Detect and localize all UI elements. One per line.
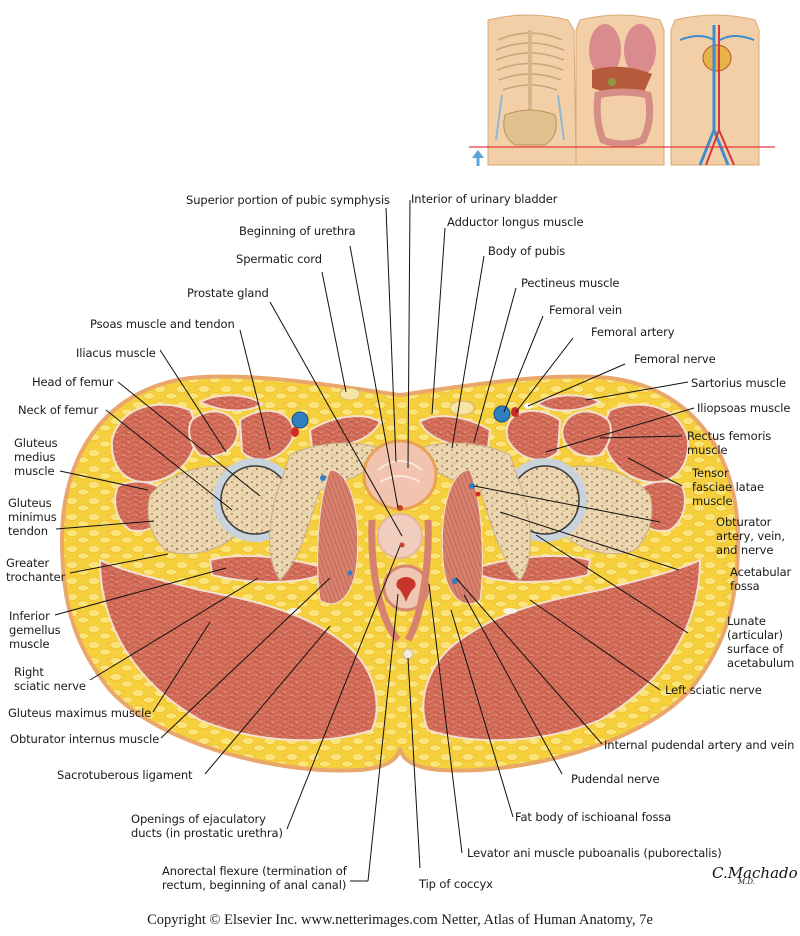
label-ejaculatory-ducts: Openings of ejaculatory ducts (in prosta… bbox=[131, 812, 283, 840]
vessels bbox=[287, 387, 532, 614]
view-direction-arrow-icon bbox=[472, 150, 484, 166]
right-sartorius-shape bbox=[197, 394, 264, 412]
label-gluteus-maximus: Gluteus maximus muscle bbox=[8, 706, 152, 720]
left-rectus-femoris-shape bbox=[560, 410, 612, 458]
left-obturator-internus-shape bbox=[441, 469, 483, 605]
organs-torso-thumbnail bbox=[575, 14, 665, 166]
right-pudendal-vessel bbox=[347, 570, 353, 576]
label-iliopsoas: Iliopsoas muscle bbox=[697, 401, 791, 415]
skeleton-torso-thumbnail bbox=[487, 14, 577, 166]
artist-signature: C.Machado M.D. bbox=[712, 864, 798, 886]
right-spermatic-cord bbox=[339, 387, 361, 401]
signature-suffix: M.D. bbox=[738, 878, 755, 886]
left-femoral-artery bbox=[511, 407, 519, 417]
label-fat-body-ischioanal: Fat body of ischioanal fossa bbox=[515, 810, 672, 824]
left-femoral-vein bbox=[493, 405, 511, 423]
label-inferior-gemellus: Inferior gemellus muscle bbox=[9, 609, 61, 651]
left-obturator-vessels bbox=[469, 483, 475, 489]
label-psoas: Psoas muscle and tendon bbox=[90, 317, 235, 331]
signature-name: C.Machado bbox=[712, 864, 798, 882]
label-acetabular-fossa: Acetabular fossa bbox=[730, 565, 792, 593]
right-gluteus-maximus-shape bbox=[98, 558, 378, 742]
label-body-of-pubis: Body of pubis bbox=[488, 244, 566, 258]
label-tip-of-coccyx: Tip of coccyx bbox=[419, 877, 493, 891]
label-iliacus: Iliacus muscle bbox=[76, 346, 156, 360]
left-gluteus-medius-shape bbox=[603, 403, 690, 484]
vessels-torso-thumbnail bbox=[670, 14, 760, 166]
label-pudendal-nerve: Pudendal nerve bbox=[571, 772, 660, 786]
label-greater-trochanter: Greater trochanter bbox=[6, 556, 66, 584]
right-gluteus-medius-shape bbox=[110, 403, 197, 484]
right-obturator-vessels bbox=[320, 475, 326, 481]
beginning-of-urethra bbox=[397, 505, 403, 511]
label-interior-urinary-bladder: Interior of urinary bladder bbox=[411, 192, 558, 206]
label-neck-of-femur: Neck of femur bbox=[18, 403, 99, 417]
left-spermatic-cord bbox=[449, 400, 475, 416]
label-gluteus-medius: Gluteus medius muscle bbox=[14, 436, 58, 478]
label-prostate-gland: Prostate gland bbox=[187, 286, 269, 300]
left-pubis-ischium bbox=[414, 442, 531, 581]
leader-lines bbox=[54, 199, 695, 882]
label-obturator-artery-vein-nerve: Obturator artery, vein, and nerve bbox=[716, 515, 785, 557]
label-left-sciatic-nerve: Left sciatic nerve bbox=[665, 683, 762, 697]
label-adductor-longus: Adductor longus muscle bbox=[447, 215, 584, 229]
label-levator-ani: Levator ani muscle puboanalis (puborecta… bbox=[467, 846, 722, 860]
label-superior-pubic-symphysis: Superior portion of pubic symphysis bbox=[186, 193, 390, 207]
label-anorectal-flexure: Anorectal flexure (termination of rectum… bbox=[162, 864, 347, 892]
label-beginning-of-urethra: Beginning of urethra bbox=[239, 224, 356, 238]
right-femoral-vein bbox=[291, 411, 309, 429]
orientation-inset bbox=[469, 14, 775, 166]
right-obturator-internus-shape bbox=[317, 469, 359, 605]
right-sciatic-nerve bbox=[287, 608, 301, 614]
label-femoral-vein: Femoral vein bbox=[549, 303, 623, 317]
label-femoral-nerve: Femoral nerve bbox=[634, 352, 716, 366]
cross-section bbox=[59, 374, 741, 773]
copyright-notice: Copyright © Elsevier Inc. www.netterimag… bbox=[147, 912, 653, 928]
left-gluteus-maximus-shape bbox=[422, 558, 702, 742]
label-internal-pudendal: Internal pudendal artery and vein bbox=[604, 738, 795, 752]
label-femoral-artery: Femoral artery bbox=[591, 325, 675, 339]
label-lunate-surface: Lunate (articular) surface of acetabulum bbox=[727, 614, 795, 670]
label-head-of-femur: Head of femur bbox=[32, 375, 114, 389]
label-sacrotuberous-ligament: Sacrotuberous ligament bbox=[57, 768, 193, 782]
label-pectineus: Pectineus muscle bbox=[521, 276, 620, 290]
left-internal-pudendal bbox=[452, 578, 458, 584]
prostate-gland bbox=[377, 513, 423, 559]
label-obturator-internus: Obturator internus muscle bbox=[10, 732, 160, 746]
label-spermatic-cord: Spermatic cord bbox=[236, 252, 322, 266]
label-rectus-femoris: Rectus femoris muscle bbox=[687, 429, 772, 457]
label-tensor-fasciae-latae: Tensor fasciae latae muscle bbox=[692, 466, 764, 508]
label-gluteus-minimus: Gluteus minimus tendon bbox=[8, 496, 57, 538]
right-pubis-ischium bbox=[269, 442, 386, 581]
right-femoral-artery bbox=[291, 427, 299, 437]
label-right-sciatic-nerve: Right sciatic nerve bbox=[14, 665, 86, 693]
tip-of-coccyx bbox=[402, 648, 414, 660]
prostatic-urethra-opening bbox=[399, 542, 405, 548]
levator-ani-sling bbox=[368, 519, 432, 643]
label-sartorius: Sartorius muscle bbox=[691, 376, 786, 390]
right-iliacus-shape bbox=[188, 410, 240, 458]
left-sartorius-shape bbox=[536, 394, 603, 412]
left-obturator-artery bbox=[475, 491, 481, 497]
left-sciatic-nerve bbox=[503, 608, 517, 614]
anorectal-lumen bbox=[396, 577, 416, 602]
